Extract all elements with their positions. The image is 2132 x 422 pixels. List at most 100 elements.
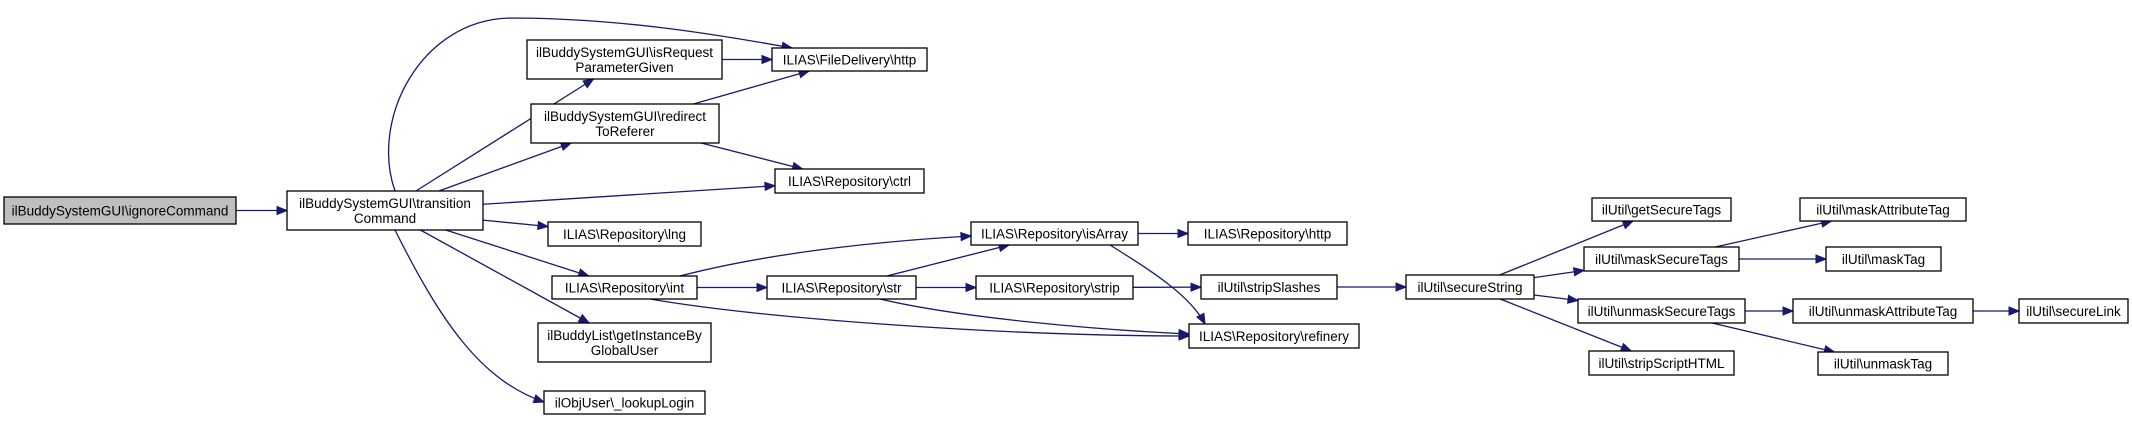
node-unmaskAttributeTag[interactable]: ilUtil\unmaskAttributeTag [1792,298,1974,324]
edge-arrowhead [577,313,591,324]
node-fileDeliveryHttp[interactable]: ILIAS\FileDelivery\http [771,47,928,72]
edge-repositoryIsArray-to-repositoryRefinery [1109,244,1206,326]
edge-line [415,78,594,192]
edges-layer [236,17,2021,404]
edge-repositoryStr-to-repositoryStrip [916,282,978,293]
node-stripScriptHTML[interactable]: ilUtil\stripScriptHTML [1588,350,1735,376]
edge-line [1499,220,1634,276]
edge-line [879,298,1190,335]
node-box [1188,323,1360,349]
node-repositoryRefinery[interactable]: ILIAS\Repository\refinery [1188,323,1360,349]
edge-redirectToReferer-to-repositoryCtrl [700,142,804,171]
edge-transitionCommand-to-repositoryLng [482,219,550,231]
node-label: ilUtil\maskSecureTags [1595,252,1728,267]
edge-line [394,229,545,403]
edge-arrowhead [965,282,978,293]
node-box [1588,350,1735,376]
node-box [1799,197,1967,222]
node-box [1583,246,1740,272]
edge-transitionCommand-to-repositoryInt [445,229,591,278]
node-repositoryIsArray[interactable]: ILIAS\Repository\isArray [970,221,1139,246]
node-label: ilUtil\maskAttributeTag [1816,203,1950,218]
node-getSecureTags[interactable]: ilUtil\getSecureTags [1591,197,1732,222]
edge-line [482,219,549,228]
edge-stripSlashes-to-secureString [1337,282,1408,292]
node-label: ilBuddySystemGUI\redirect [544,109,706,124]
node-box [530,103,720,144]
edge-maskSecureTags-to-maskAttributeTag [1715,218,1833,248]
edge-arrowhead [1782,306,1795,316]
node-maskSecureTags[interactable]: ilUtil\maskSecureTags [1583,246,1740,272]
edge-ignoreCommand-to-transitionCommand [236,205,289,216]
edge-line [1500,298,1632,352]
node-repositoryHttp[interactable]: ILIAS\Repository\http [1187,221,1348,246]
node-repositoryLng[interactable]: ILIAS\Repository\lng [547,221,702,247]
node-box [766,275,917,300]
edge-repositoryInt-to-repositoryIsArray [679,231,973,277]
edge-arrowhead [1190,282,1203,292]
edge-line [387,17,793,192]
node-label: ILIAS\Repository\refinery [1199,329,1349,344]
node-label: ilBuddyList\getInstanceBy [547,328,702,343]
node-box [547,221,702,247]
edge-repositoryStr-to-repositoryIsArray [886,242,1011,277]
node-label: ilUtil\stripScriptHTML [1598,356,1725,371]
edge-line [445,229,589,277]
node-box [970,221,1139,246]
node-unmaskSecureTags[interactable]: ilUtil\unmaskSecureTags [1577,298,1746,324]
edge-repositoryInt-to-repositoryStr [697,282,769,293]
node-label: ILIAS\Repository\strip [989,281,1120,296]
node-unmaskTag[interactable]: ilUtil\unmaskTag [1817,351,1949,376]
node-box [543,390,706,415]
edge-arrowhead [764,181,777,192]
node-lookupLogin[interactable]: ilObjUser\_lookupLogin [543,390,706,415]
edge-line [482,185,776,205]
edge-repositoryIsArray-to-repositoryHttp [1138,228,1190,239]
node-ignoreCommand: ilBuddySystemGUI\ignoreCommand [3,196,237,225]
node-label: ilUtil\maskTag [1842,252,1925,267]
node-label: ilObjUser\_lookupLogin [555,396,695,411]
edge-secureString-to-maskSecureTags [1533,267,1586,279]
node-label: ilUtil\unmaskTag [1834,357,1932,372]
node-label: ILIAS\FileDelivery\http [783,53,917,68]
node-repositoryStr[interactable]: ILIAS\Repository\str [766,275,917,300]
node-box [537,322,712,363]
edge-isRequestParameterGiven-to-fileDeliveryHttp [722,54,774,65]
node-label: GlobalUser [591,343,659,358]
edge-arrowhead [1815,254,1828,264]
node-secureLink[interactable]: ilUtil\secureLink [2018,298,2129,324]
node-box [774,168,925,194]
node-label: ilUtil\unmaskAttributeTag [1809,304,1958,319]
edge-line [649,298,1190,337]
edge-arrowhead [559,142,573,152]
edge-line [1715,220,1832,248]
edge-transitionCommand-to-isRequestParameterGiven [415,78,595,192]
node-label: ILIAS\Repository\isArray [981,227,1128,242]
node-secureString[interactable]: ilUtil\secureString [1405,274,1535,300]
node-box [1591,197,1732,222]
node-repositoryInt[interactable]: ILIAS\Repository\int [551,275,698,300]
edge-arrowhead [1395,282,1408,292]
node-box [1825,246,1942,272]
node-label: ToReferer [595,124,655,139]
edge-line [1109,244,1206,325]
nodes-layer: ilBuddySystemGUI\ignoreCommand ilBuddySys… [3,39,2129,415]
node-maskAttributeTag[interactable]: ilUtil\maskAttributeTag [1799,197,1967,222]
node-repositoryCtrl[interactable]: ILIAS\Repository\ctrl [774,168,925,194]
edge-line [1711,322,1835,353]
edge-line [420,229,590,324]
node-maskTag[interactable]: ilUtil\maskTag [1825,246,1942,272]
node-repositoryStrip[interactable]: ILIAS\Repository\strip [975,275,1134,300]
node-label: ilBuddySystemGUI\ignoreCommand [12,204,229,219]
edge-transitionCommand-to-repositoryCtrl [482,181,777,205]
edge-line [693,70,810,105]
node-label: Command [354,211,416,226]
edge-unmaskAttributeTag-to-secureLink [1973,306,2021,316]
node-label: ilUtil\unmaskSecureTags [1588,304,1736,319]
edge-repositoryStrip-to-stripSlashes [1132,282,1203,292]
node-stripSlashes[interactable]: ilUtil\stripSlashes [1200,274,1338,300]
